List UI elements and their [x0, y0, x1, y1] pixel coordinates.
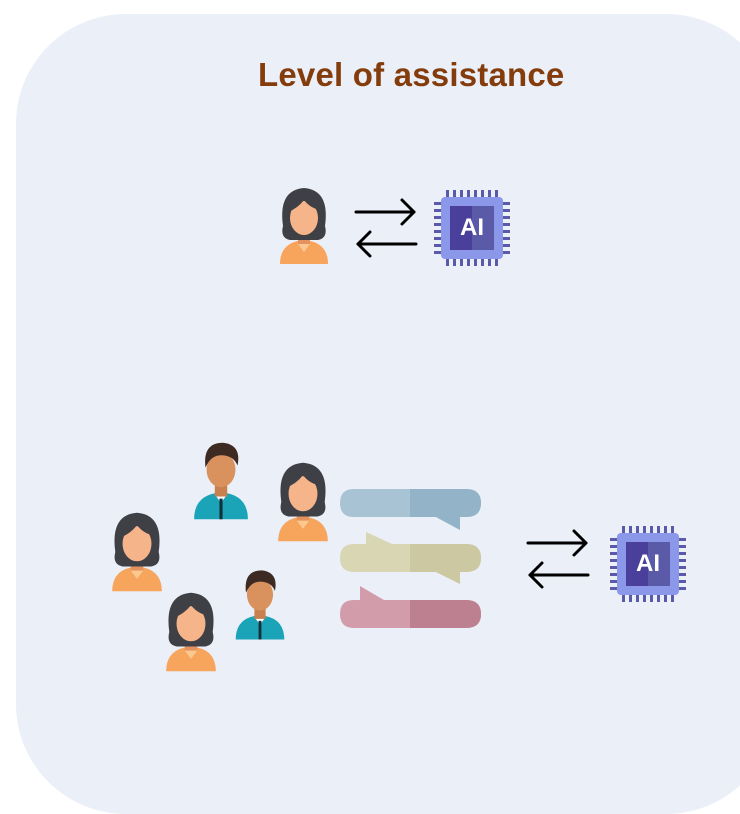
group-people-icon [100, 430, 340, 680]
ai-chip-icon: AI [432, 188, 512, 268]
man-icon [190, 438, 252, 522]
diagram-title: Level of assistance [258, 56, 565, 93]
man-icon [232, 566, 288, 642]
background-panel [16, 14, 740, 814]
woman-icon [272, 460, 334, 544]
exchange-arrows-icon [354, 196, 418, 260]
ai-chip-label: AI [636, 550, 660, 577]
woman-icon [160, 590, 222, 674]
chat-bubbles-icon [338, 486, 484, 632]
woman-icon [106, 510, 168, 594]
ai-chip-icon: AI [608, 524, 688, 604]
exchange-arrows-icon [526, 526, 590, 592]
woman-icon [274, 186, 334, 266]
ai-chip-label: AI [460, 214, 484, 241]
